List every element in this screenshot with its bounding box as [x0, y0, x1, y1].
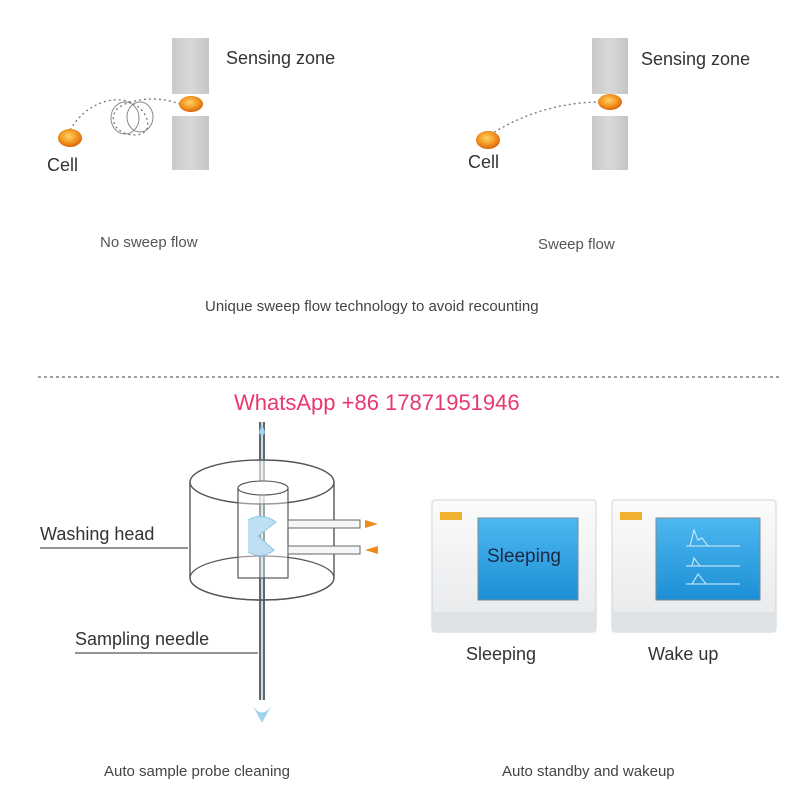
caption-no-sweep: No sweep flow — [100, 234, 198, 251]
aperture-lower — [172, 116, 209, 170]
label-wake-up: Wake up — [648, 644, 718, 664]
whatsapp-watermark: WhatsApp +86 17871951946 — [234, 390, 520, 415]
panel-no-sweep-flow: Sensing zone Cell No sweep flow — [47, 38, 335, 251]
device-sleeping: Sleeping — [431, 499, 597, 633]
cell-in-zone — [179, 96, 203, 112]
brand-logo — [440, 512, 462, 520]
washing-head-mid — [189, 555, 335, 601]
aperture-upper — [592, 38, 628, 94]
brand-logo — [620, 512, 642, 520]
cell-icon — [476, 131, 500, 149]
device-screen — [655, 517, 761, 601]
summary-caption: Unique sweep flow technology to avoid re… — [205, 298, 539, 315]
cell-label: Cell — [468, 152, 499, 172]
device-awake — [611, 499, 777, 633]
aperture-lower — [592, 116, 628, 170]
cell-path-direct — [489, 101, 601, 136]
label-sleeping: Sleeping — [466, 644, 536, 664]
outlet-arrow — [365, 520, 378, 528]
inner-chamber-top — [237, 480, 289, 496]
sampling-needle-label: Sampling needle — [75, 629, 209, 649]
inner-chamber — [237, 487, 289, 579]
sensing-zone-label: Sensing zone — [226, 48, 335, 68]
device-bottom-bar — [612, 612, 776, 632]
device-bottom-bar — [432, 612, 596, 632]
outlet-port — [287, 519, 361, 529]
sensing-zone-label: Sensing zone — [641, 49, 750, 69]
histogram-rows — [686, 528, 740, 585]
loop-circle-1 — [110, 101, 140, 135]
cell-in-zone — [598, 94, 622, 110]
inlet-arrow — [365, 546, 378, 554]
aperture-upper — [172, 38, 209, 94]
caption-standby: Auto standby and wakeup — [502, 763, 675, 780]
device-screen — [477, 517, 579, 601]
droplet-bottom — [252, 705, 272, 723]
screen-sleeping-text: Sleeping — [487, 546, 561, 567]
panel-probe-cleaning: Washing head Sampling needle Auto sample… — [40, 422, 378, 780]
cell-icon — [58, 129, 82, 147]
panel-standby-wakeup: Sleeping Sleeping Wake up Auto standby a… — [431, 499, 777, 780]
droplet-top — [259, 424, 265, 435]
wash-fluid — [247, 516, 277, 556]
washing-head-label: Washing head — [40, 524, 154, 544]
cell-path-looping — [69, 98, 181, 136]
cell-label: Cell — [47, 155, 78, 175]
caption-probe-cleaning: Auto sample probe cleaning — [104, 763, 290, 780]
caption-sweep: Sweep flow — [538, 236, 615, 253]
inlet-port — [287, 545, 361, 555]
loop-circle-2 — [126, 101, 154, 133]
panel-sweep-flow: Sensing zone Cell Sweep flow — [468, 38, 750, 253]
